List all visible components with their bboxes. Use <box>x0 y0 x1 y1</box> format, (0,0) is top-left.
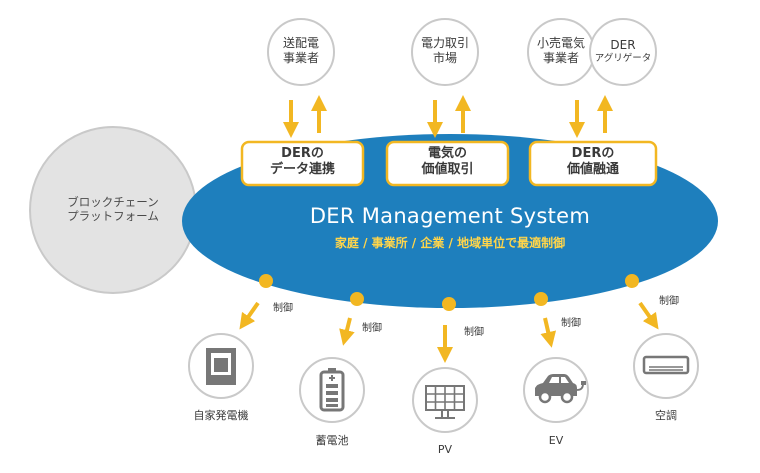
participant-aggregator-line2: アグリゲータ <box>594 53 652 64</box>
generator-icon <box>206 348 236 385</box>
participant-retailer-line1: 小売電気 <box>536 36 585 50</box>
participant-circle-tso <box>267 18 335 86</box>
participant-aggregator-label: DER アグリゲータ <box>589 38 657 65</box>
participant-market-label: 電力取引 市場 <box>405 36 485 66</box>
function-data-link-line1: DERの <box>281 146 324 161</box>
exchange-arrows <box>283 95 613 138</box>
device-generator-label: 自家発電機 <box>193 409 249 422</box>
participant-circle-aggregator <box>589 18 657 86</box>
car-icon <box>535 374 586 404</box>
function-data-link-line2: データ連携 <box>269 162 335 178</box>
participant-retailer-label: 小売電気 事業者 <box>521 36 601 66</box>
air-conditioner-icon <box>642 355 690 375</box>
function-value-exchange-line1: DERの <box>571 146 615 161</box>
control-label: 制御 <box>273 303 293 314</box>
control-dots <box>259 274 639 311</box>
function-box-data-link <box>240 140 365 187</box>
participant-tso-label: 送配電 事業者 <box>261 36 341 66</box>
device-ev-label: EV <box>548 434 564 447</box>
function-box-value-trade <box>385 140 510 187</box>
participant-retailer-line2: 事業者 <box>542 51 579 65</box>
participant-market-line1: 電力取引 <box>420 36 469 50</box>
function-value-trade-line1: 電気の <box>427 146 467 161</box>
function-value-trade-label: 電気の 価値取引 <box>387 146 508 179</box>
function-data-link-label: DERの データ連携 <box>242 146 363 179</box>
control-label: 制御 <box>362 323 382 334</box>
system-subtitle: 家庭 / 事業所 / 企業 / 地域単位で最適制御 <box>334 236 566 250</box>
participant-circle-market <box>411 18 479 86</box>
solar-panel-icon <box>425 385 465 419</box>
control-label: 制御 <box>464 327 484 338</box>
system-title: DER Management System <box>309 204 591 228</box>
participant-tso-line1: 送配電 <box>282 36 319 50</box>
blockchain-platform-label: ブロックチェーン プラットフォーム <box>43 195 183 224</box>
battery-icon <box>319 368 345 412</box>
participant-tso-line2: 事業者 <box>282 51 319 65</box>
function-value-exchange-label: DERの 価値融通 <box>530 146 656 179</box>
blockchain-label-line2: プラットフォーム <box>67 209 159 224</box>
device-circle-battery <box>299 357 365 423</box>
participant-market-line2: 市場 <box>432 51 457 65</box>
function-value-trade-line2: 価値取引 <box>421 162 474 178</box>
participant-aggregator-line1: DER <box>610 38 636 52</box>
blockchain-label-line1: ブロックチェーン <box>67 195 159 209</box>
function-value-exchange-line2: 価値融通 <box>566 162 619 178</box>
function-box-value-exchange <box>528 140 658 187</box>
device-ac-label: 空調 <box>655 409 677 422</box>
control-label: 制御 <box>659 296 679 307</box>
control-arrows <box>239 301 659 363</box>
device-pv-label: PV <box>437 443 453 456</box>
device-battery-label: 蓄電池 <box>315 434 349 447</box>
control-label: 制御 <box>561 318 581 329</box>
